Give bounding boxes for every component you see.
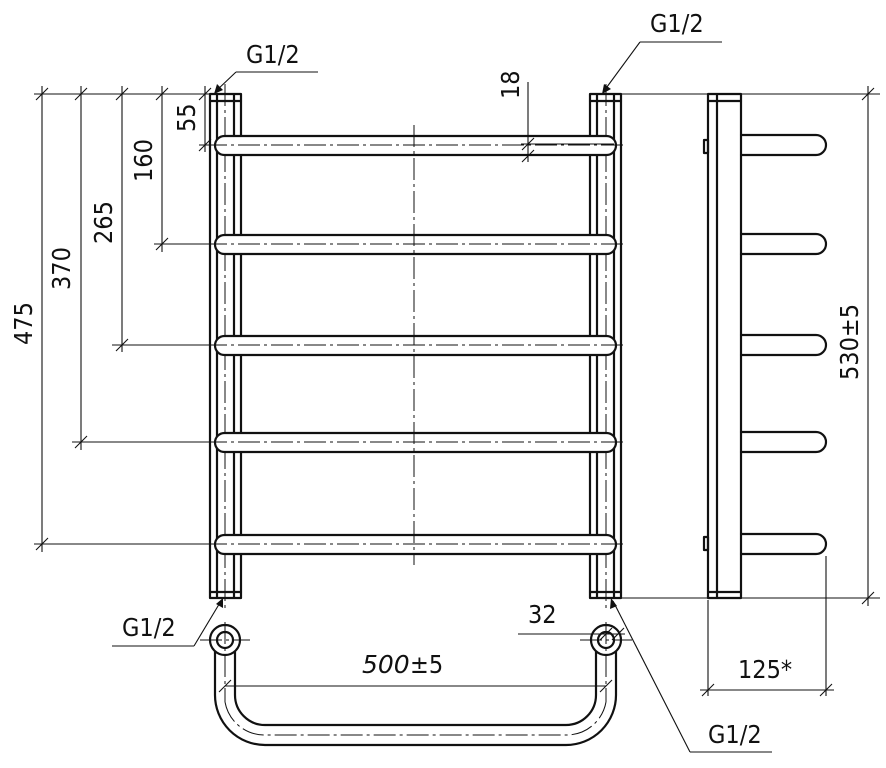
- rail-3: [205, 334, 626, 357]
- rail-4: [205, 431, 626, 454]
- dimension-500: 500 ±5: [218, 650, 613, 693]
- rail-2: [205, 233, 626, 256]
- dim-500-value: 500: [362, 650, 410, 679]
- left-dimensions: 55 160 265 370 475: [9, 86, 222, 552]
- dimension-125: 125*: [700, 556, 834, 697]
- side-rail-1: [739, 133, 828, 157]
- side-view: [702, 92, 828, 600]
- thread-callouts: G1/2 G1/2 G1/2 G1/2: [112, 9, 772, 753]
- dim-160: 160: [129, 139, 158, 182]
- dim-18: 18: [496, 70, 525, 99]
- bottom-connection: [200, 622, 632, 747]
- thread-label-bottom-right: G1/2: [708, 720, 762, 749]
- thread-label-top-left: G1/2: [246, 40, 300, 69]
- front-view: [205, 84, 626, 608]
- thread-label-top-right: G1/2: [650, 9, 704, 38]
- thread-label-bottom-left: G1/2: [122, 613, 176, 642]
- dim-265: 265: [89, 201, 118, 244]
- rail-1: [205, 134, 626, 157]
- dim-500-tolerance: ±5: [410, 650, 443, 679]
- rail-5: [205, 533, 626, 556]
- dimension-32: 32: [518, 600, 625, 641]
- dim-475: 475: [9, 302, 38, 345]
- dimension-18: 18: [496, 70, 614, 163]
- side-rail-2: [739, 232, 828, 256]
- dim-32: 32: [528, 600, 557, 629]
- dimension-530: 530±5: [621, 86, 880, 606]
- side-rail-3: [739, 333, 828, 357]
- dim-370: 370: [47, 247, 76, 290]
- dim-125: 125*: [738, 655, 792, 684]
- dim-55: 55: [172, 103, 201, 132]
- side-rail-4: [739, 430, 828, 454]
- side-rail-5: [739, 532, 828, 556]
- dim-530: 530±5: [835, 304, 864, 380]
